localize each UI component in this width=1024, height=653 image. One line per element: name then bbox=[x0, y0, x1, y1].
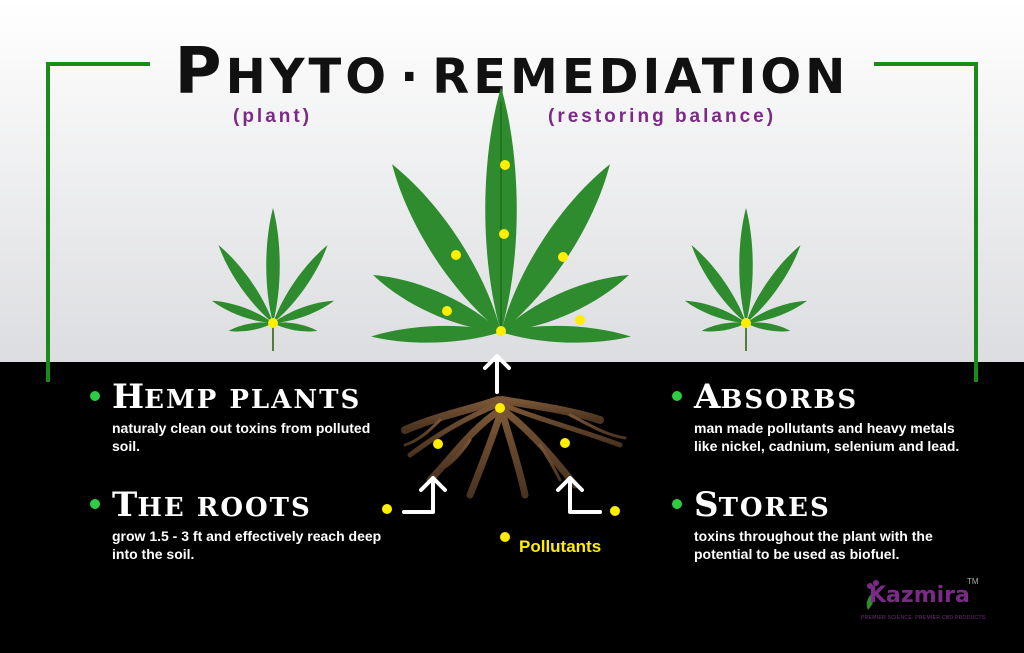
plant-roots bbox=[401, 319, 627, 499]
point-hemp-plants-heading: HEMP PLANTS bbox=[90, 377, 390, 417]
small-leaf-right bbox=[683, 208, 809, 351]
pollutant-dots bbox=[382, 160, 620, 542]
subtitle-plant: (plant) bbox=[233, 106, 313, 127]
point-hemp-plants: HEMP PLANTS naturaly clean out toxins fr… bbox=[90, 377, 390, 455]
title-initial: P bbox=[174, 35, 226, 109]
logo-tagline: PREMIER SCIENCE. PREMIER CBD PRODUCTS. bbox=[861, 615, 988, 621]
big-leaf bbox=[368, 87, 634, 345]
small-leaf-left bbox=[210, 208, 336, 351]
subtitle-restoring-balance: (restoring balance) bbox=[548, 106, 777, 127]
bullet-icon bbox=[672, 391, 682, 401]
point-absorbs: ABSORBS man made pollutants and heavy me… bbox=[672, 377, 972, 455]
point-the-roots: THE ROOTS grow 1.5 - 3 ft and effectivel… bbox=[90, 485, 390, 563]
right-bracket bbox=[874, 62, 978, 382]
point-absorbs-heading: ABSORBS bbox=[672, 377, 972, 417]
bullet-icon bbox=[90, 499, 100, 509]
left-bracket bbox=[46, 62, 150, 382]
kazmira-leaf-icon bbox=[866, 580, 879, 610]
bullet-icon bbox=[90, 391, 100, 401]
title-separator: · bbox=[400, 49, 423, 105]
kazmira-logo: Kazmira TM PREMIER SCIENCE. PREMIER CBD … bbox=[855, 575, 995, 635]
point-stores: STORES toxins throughout the plant with … bbox=[672, 485, 972, 563]
pollutants-label: Pollutants bbox=[519, 537, 602, 556]
point-stores-heading: STORES bbox=[672, 485, 972, 525]
bullet-icon bbox=[672, 499, 682, 509]
point-hemp-plants-text: naturaly clean out toxins from polluted … bbox=[112, 420, 371, 454]
point-stores-text: toxins throughout the plant with the pot… bbox=[694, 528, 933, 562]
title-part1: HYTO bbox=[225, 49, 391, 105]
point-the-roots-heading: THE ROOTS bbox=[90, 485, 390, 525]
point-absorbs-text: man made pollutants and heavy metals lik… bbox=[694, 420, 960, 454]
logo-name: Kazmira bbox=[869, 583, 970, 608]
arrow-right-root-icon bbox=[556, 476, 602, 514]
arrow-left-root-icon bbox=[402, 476, 447, 514]
point-the-roots-text: grow 1.5 - 3 ft and effectively reach de… bbox=[112, 528, 382, 562]
arrow-up-icon bbox=[483, 354, 511, 394]
page-title: PHYTO·REMEDIATION bbox=[0, 35, 1024, 109]
logo-trademark: TM bbox=[967, 577, 979, 586]
